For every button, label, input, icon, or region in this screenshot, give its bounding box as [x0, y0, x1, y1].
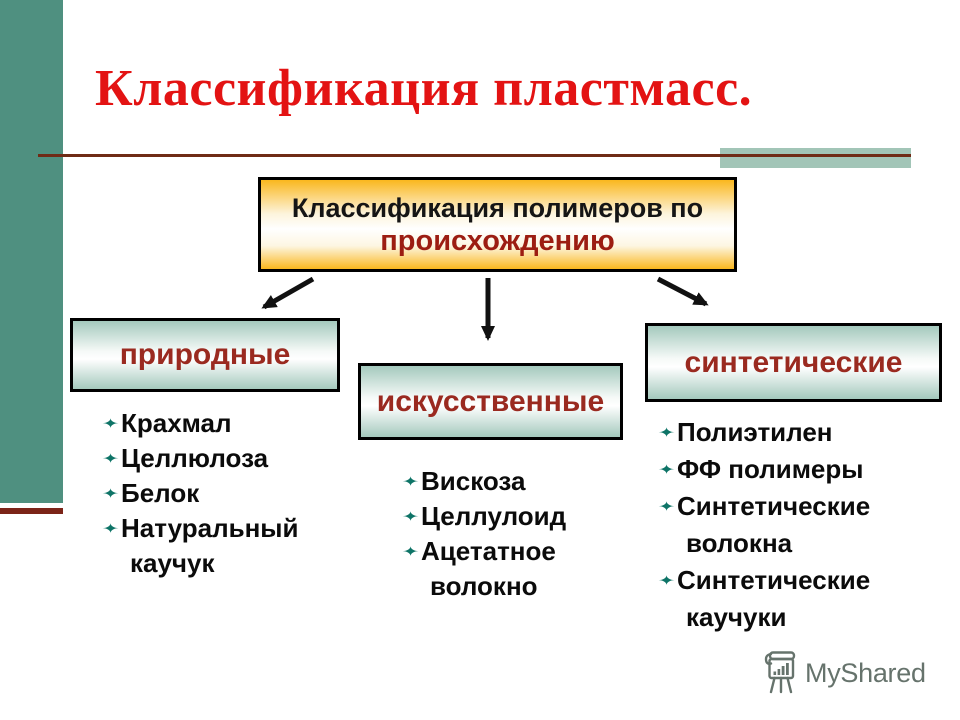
- list-item: ✦волокна: [667, 525, 870, 562]
- list-item: ✦Полиэтилен: [658, 414, 870, 451]
- branch-box-synthetic: синтетические: [645, 323, 942, 402]
- list-item: ✦ФФ полимеры: [658, 451, 870, 488]
- branch-label-natural: природные: [119, 338, 291, 371]
- list-item-label: Натуральный: [121, 513, 299, 543]
- list-synthetic: ✦Полиэтилен✦ФФ полимеры✦Синтетические✦во…: [658, 414, 870, 636]
- divider-accent-rect: [720, 148, 911, 168]
- left-accent-bar: [0, 0, 63, 503]
- star-bullet-icon: ✦: [101, 450, 120, 467]
- arrow-to-synthetic: [656, 276, 709, 307]
- title-divider-line: [38, 154, 911, 157]
- star-bullet-icon: ✦: [401, 543, 420, 560]
- list-item: ✦Целлулоид: [402, 499, 566, 534]
- list-item: ✦каучуки: [667, 599, 870, 636]
- star-bullet-icon: ✦: [101, 485, 120, 502]
- list-natural: ✦Крахмал✦Целлюлоза✦Белок✦Натуральный✦кау…: [102, 406, 299, 581]
- list-item-label: Крахмал: [121, 408, 232, 438]
- list-item: ✦Целлюлоза: [102, 441, 298, 476]
- list-item-label: Синтетические: [677, 565, 871, 595]
- list-item: ✦каучук: [111, 546, 298, 581]
- list-item-label: Вискоза: [421, 466, 526, 496]
- root-box-title: Классификация полимеров по: [291, 192, 704, 223]
- list-item-label: волокна: [686, 528, 793, 558]
- list-item: ✦Белок: [102, 476, 298, 511]
- star-bullet-icon: ✦: [657, 498, 676, 515]
- star-bullet-icon: ✦: [401, 473, 420, 490]
- watermark-brand: MyShared: [805, 658, 926, 688]
- list-item-label: Целлулоид: [421, 501, 567, 531]
- arrow-to-natural: [261, 276, 315, 310]
- list-item: ✦Синтетические: [658, 562, 870, 599]
- root-box-subtitle: происхождению: [380, 224, 615, 257]
- list-item: ✦Синтетические: [658, 488, 870, 525]
- list-item-label: Целлюлоза: [121, 443, 269, 473]
- list-item: ✦волокно: [411, 569, 566, 604]
- root-classification-box: Классификация полимеров по происхождению: [258, 177, 737, 272]
- watermark: MyShared: [762, 650, 926, 696]
- list-item-label: Белок: [121, 478, 200, 508]
- star-bullet-icon: ✦: [101, 520, 120, 537]
- list-item: ✦Натуральный: [102, 511, 299, 546]
- star-bullet-icon: ✦: [401, 508, 420, 525]
- branch-label-synthetic: синтетические: [684, 345, 903, 379]
- list-item: ✦Крахмал: [102, 406, 298, 441]
- list-item-label: Полиэтилен: [677, 417, 833, 447]
- branch-label-artificial: искусственные: [376, 384, 605, 418]
- star-bullet-icon: ✦: [101, 415, 120, 432]
- list-item-label: каучуки: [686, 602, 787, 632]
- list-item: ✦Ацетатное: [402, 534, 566, 569]
- flipchart-easel-icon: [764, 651, 796, 694]
- star-bullet-icon: ✦: [657, 424, 676, 441]
- list-item-label: Синтетические: [677, 491, 871, 521]
- page-title: Классификация пластмасс.: [95, 60, 753, 117]
- list-item-label: каучук: [130, 548, 215, 578]
- list-artificial: ✦Вискоза✦Целлулоид✦Ацетатное✦волокно: [402, 464, 566, 604]
- branch-arrows: [261, 276, 709, 341]
- list-item-label: ФФ полимеры: [677, 454, 864, 484]
- list-item-label: Ацетатное: [421, 536, 556, 566]
- star-bullet-icon: ✦: [657, 461, 676, 478]
- star-bullet-icon: ✦: [657, 572, 676, 589]
- list-item-label: волокно: [430, 571, 538, 601]
- branch-box-artificial: искусственные: [358, 363, 623, 440]
- branch-box-natural: природные: [70, 318, 340, 392]
- list-item: ✦Вискоза: [402, 464, 566, 499]
- left-accent-bar-underline: [0, 508, 63, 514]
